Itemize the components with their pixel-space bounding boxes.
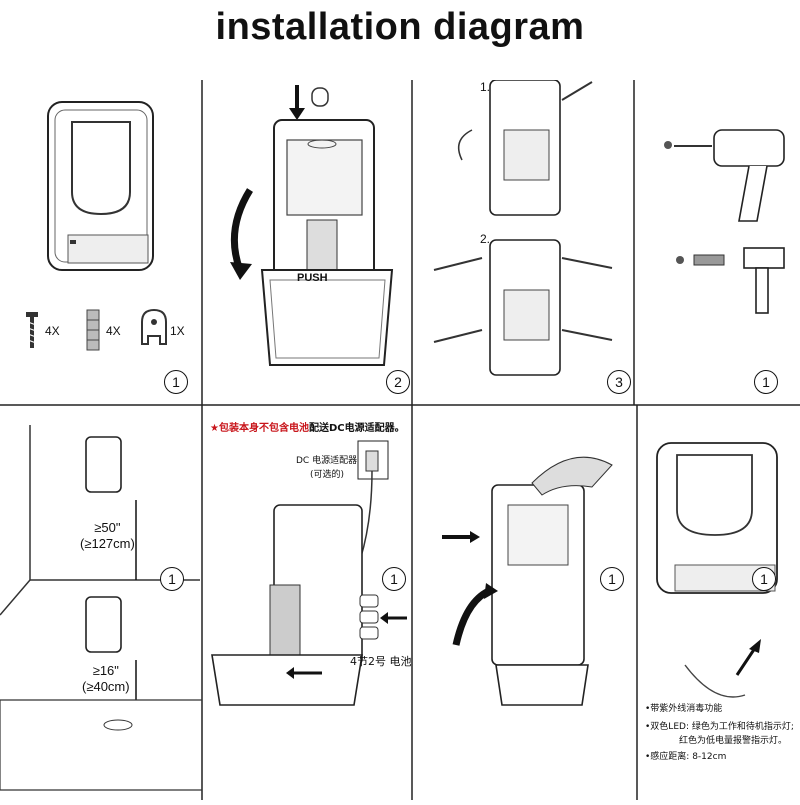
panel-features: •带紫外线消毒功能 •双色LED: 绿色为工作和待机指示灯; 红色为低电量报警指… [637,405,800,800]
height-upper-inches: ≥50" [94,520,121,535]
refill-illustration [442,456,613,706]
panel-power: ★包装本身不包含电池配送DC电源适配器。 DC 电源适配器★ (可选的) 4节2… [202,405,412,800]
battery-note: ★包装本身不包含电池配送DC电源适配器。 [210,419,405,434]
step-badge: 1 [160,567,184,591]
drill-icon [664,129,785,222]
step-badge: 2 [386,370,410,394]
push-label: PUSH [297,272,328,284]
screw-icon [26,312,38,348]
feature-distance: •感应距离: 8-12cm [645,752,727,762]
height-upper: ≥50" (≥127cm) [80,520,135,552]
panel-refill: 1 [412,405,637,800]
power-illustration [211,440,407,706]
step-badge: 1 [382,567,406,591]
feature-led-red: 红色为低电量报警指示灯。 [679,736,788,746]
hammer-icon [676,247,785,314]
height-lower-inches: ≥16" [92,663,119,678]
page-title: installation diagram [215,6,585,48]
height-illustration [0,425,203,791]
sensor-illustration [656,442,778,698]
step-badge: 1 [754,370,778,394]
battery-label: 4节2号 电池 [350,655,412,668]
height-lower: ≥16" (≥40cm) [82,663,130,695]
panel-heights: ≥50" (≥127cm) ≥16" (≥40cm) 1 [0,405,203,800]
battery-icon [359,594,379,640]
step-badge: 3 [607,370,631,394]
panel-accessories: 4X 4X 1X 1 [0,80,202,405]
wall-anchor-icon [86,309,100,351]
open-dispenser-illustration [230,85,394,366]
panel-mount-to-wall: 1. 2. 3 [412,79,634,405]
battery-note-red: ★包装本身不包含电池 [210,423,309,434]
tools-illustration [664,129,785,314]
anchor-quantity: 4X [106,324,121,338]
key-quantity: 1X [170,324,185,338]
adapter-optional: (可选的) [310,470,345,480]
battery-note-black: 配送DC电源适配器。 [308,423,405,434]
substep-two: 2. [480,232,491,246]
step-badge: 1 [600,567,624,591]
panel-tools: 1 [634,80,800,405]
feature-led: •双色LED: 绿色为工作和待机指示灯; [645,722,794,732]
height-upper-cm: (≥127cm) [80,536,135,551]
height-lower-cm: (≥40cm) [82,679,130,694]
substep-one: 1. [480,80,491,94]
step-badge: 1 [752,567,776,591]
step-badge: 1 [164,370,188,394]
feature-uv: •带紫外线消毒功能 [645,704,723,714]
screw-quantity: 4X [45,324,60,338]
panel-open-cover: PUSH 2 [202,80,412,405]
key-icon [141,308,167,345]
adapter-label: DC 电源适配器★ [296,456,366,466]
dispenser-front-illustration [26,101,167,351]
mounting-illustration [433,79,613,376]
